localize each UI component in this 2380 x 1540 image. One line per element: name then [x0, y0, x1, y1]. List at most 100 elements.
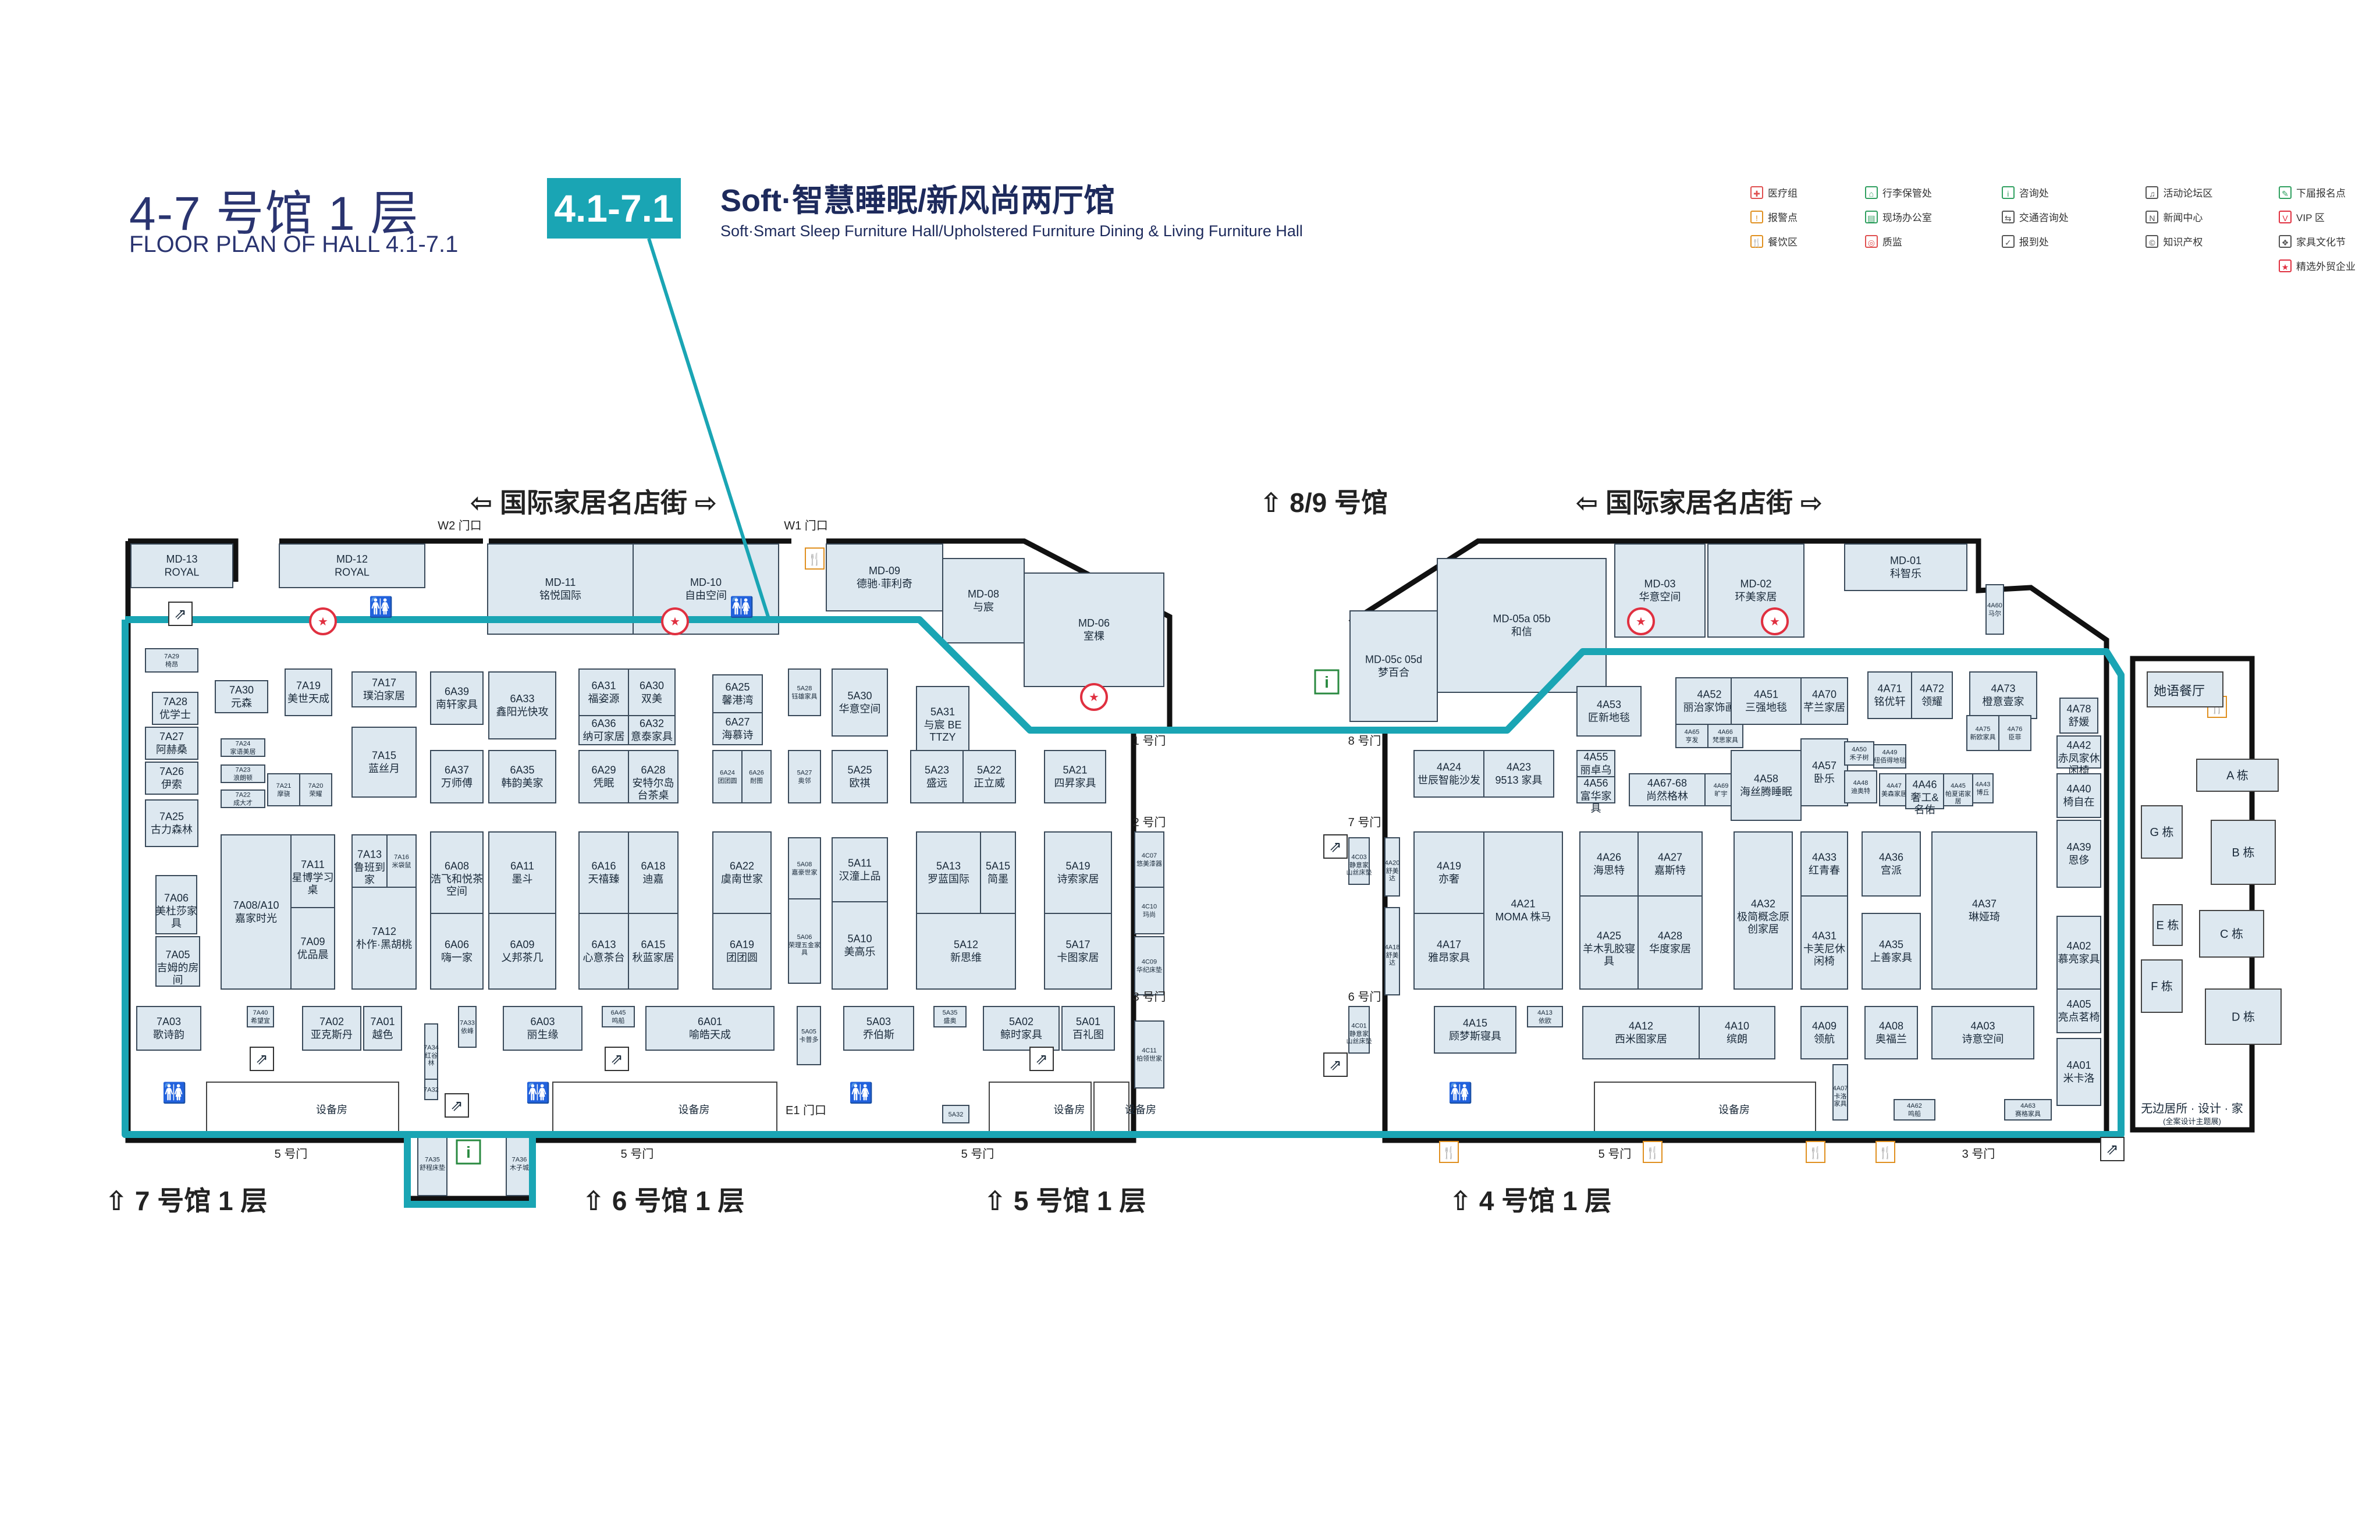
booth-shape[interactable] [1637, 831, 1703, 897]
booth-shape[interactable] [424, 1023, 438, 1080]
building-block[interactable] [2141, 959, 2183, 1013]
booth-shape[interactable] [221, 834, 292, 990]
booth-shape[interactable] [933, 1006, 967, 1027]
info-icon[interactable]: i [1314, 669, 1340, 695]
booth-shape[interactable] [916, 686, 969, 751]
booth-shape[interactable] [488, 671, 556, 739]
booth-shape[interactable] [130, 543, 233, 588]
booth-shape[interactable] [290, 907, 335, 990]
booth-shape[interactable] [1800, 677, 1848, 725]
booth-shape[interactable] [155, 875, 197, 934]
booth-shape[interactable] [1707, 543, 1804, 638]
booth-shape[interactable] [1413, 913, 1484, 990]
booth-shape[interactable] [628, 831, 679, 914]
booth-shape[interactable] [1911, 671, 1953, 719]
booth-shape[interactable] [1044, 913, 1112, 990]
booth-7a32[interactable]: 7A32 [424, 1079, 439, 1100]
booth-shape[interactable] [221, 738, 265, 757]
booth-shape[interactable] [145, 727, 198, 760]
booth-shape[interactable] [1348, 1006, 1370, 1054]
booth-shape[interactable] [1844, 543, 1967, 591]
booth-shape[interactable] [741, 750, 772, 803]
booth-shape[interactable] [1134, 1020, 1164, 1089]
booth-shape[interactable] [1800, 1006, 1848, 1059]
booth-shape[interactable] [430, 750, 484, 803]
booth-shape[interactable] [1862, 831, 1921, 897]
booth-shape[interactable] [506, 1131, 533, 1196]
booth-shape[interactable] [832, 668, 888, 737]
booth-shape[interactable] [302, 1006, 361, 1051]
building-block[interactable] [2205, 988, 2282, 1045]
booth-shape[interactable] [910, 750, 964, 803]
booth-shape[interactable] [2056, 988, 2101, 1033]
booth-shape[interactable] [826, 543, 943, 611]
booth-shape[interactable] [267, 773, 300, 806]
booth-shape[interactable] [1134, 831, 1164, 888]
booth-shape[interactable] [1894, 1099, 1935, 1121]
booth-shape[interactable] [797, 1006, 821, 1065]
booth-shape[interactable] [916, 913, 1016, 990]
building-block[interactable] [2196, 759, 2279, 792]
booth-shape[interactable] [458, 1006, 477, 1048]
booth-shape[interactable] [1972, 773, 1994, 803]
booth-shape[interactable] [290, 834, 335, 908]
booth-shape[interactable] [628, 913, 679, 990]
booth-shape[interactable] [983, 1006, 1060, 1051]
booth-shape[interactable] [1483, 831, 1563, 990]
booth-shape[interactable] [430, 831, 484, 914]
booth-shape[interactable] [916, 831, 981, 914]
booth-shape[interactable] [712, 712, 763, 745]
booth-shape[interactable] [645, 1006, 775, 1051]
